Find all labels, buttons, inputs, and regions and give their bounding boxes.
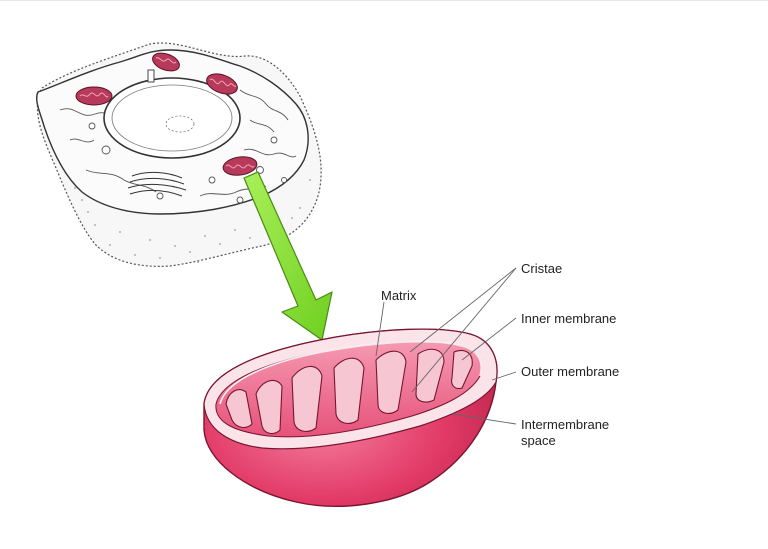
label-space: space [521, 433, 556, 448]
top-divider [0, 0, 768, 1]
animal-cell [35, 42, 322, 267]
cell-mitochondria [75, 52, 258, 176]
zoom-arrow [243, 171, 333, 341]
nucleus [103, 77, 241, 159]
mitochondrion-cutaway [203, 328, 498, 507]
leader-lines [375, 267, 517, 425]
label-inner-membrane: Inner membrane [521, 311, 617, 326]
label-cristae: Cristae [521, 261, 563, 276]
label-intermembrane: Intermembrane [521, 417, 610, 432]
label-matrix: Matrix [381, 288, 417, 303]
cristae-folds [225, 348, 473, 435]
nucleolus [165, 115, 195, 133]
label-outer-membrane: Outer membrane [521, 364, 620, 379]
golgi-apparatus [127, 171, 187, 197]
